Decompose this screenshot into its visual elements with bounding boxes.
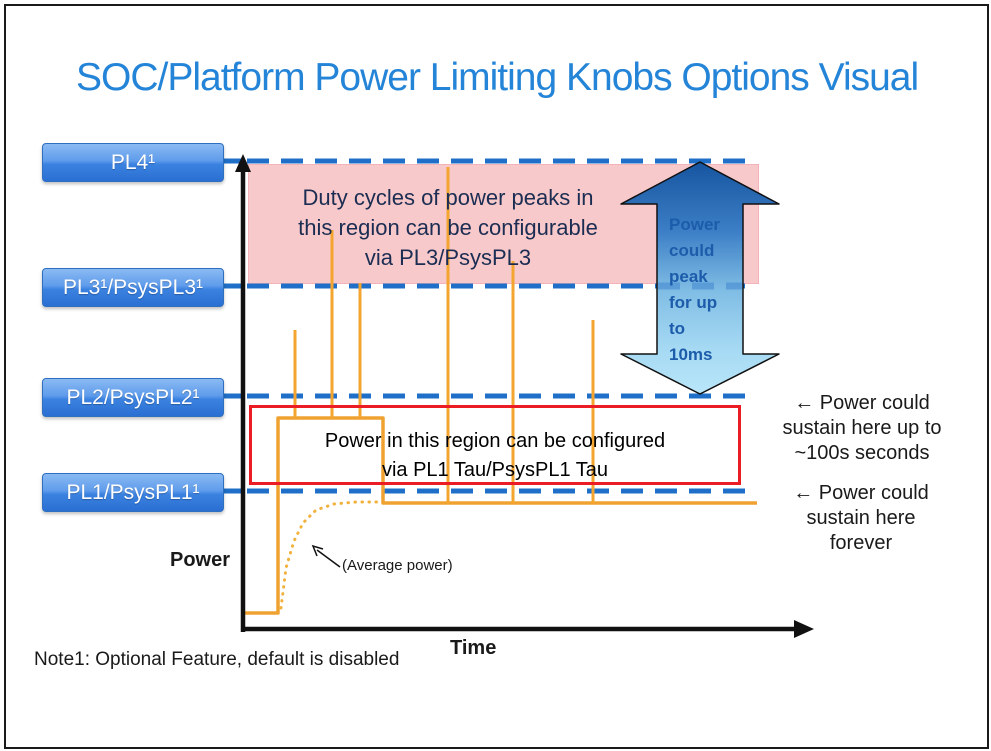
footnote: Note1: Optional Feature, default is disa…: [34, 649, 400, 670]
pl3-badge-label: PL3¹/PsysPL3¹: [62, 275, 204, 299]
pl3-badge: PL3¹/PsysPL3¹: [42, 268, 224, 307]
y-axis-label: Power: [170, 549, 231, 571]
duty-region-text: Duty cycles of power peaks in this regio…: [298, 185, 598, 270]
power-peak-arrow-text: Power could peak for up to 10ms: [669, 215, 721, 364]
average-power-curve: [279, 500, 382, 610]
pl1-badge-label: PL1/PsysPL1¹: [66, 480, 200, 504]
pl4-badge: PL4¹: [42, 143, 224, 182]
x-axis-label: Time: [450, 637, 497, 659]
average-power-arrow: [316, 549, 341, 568]
pl2-badge: PL2/PsysPL2¹: [42, 378, 224, 417]
sustain-forever-note: ← Power could sustain here forever: [793, 482, 929, 554]
power-waveform-group: [245, 167, 757, 615]
pl1-badge: PL1/PsysPL1¹: [42, 473, 224, 512]
pl4-badge-label: PL4¹: [110, 150, 156, 174]
tau-region-text: Power in this region can be configured v…: [324, 430, 666, 481]
x-axis-arrowhead: [794, 620, 814, 638]
axes-group: [235, 154, 814, 638]
pl2-badge-label: PL2/PsysPL2¹: [66, 385, 200, 409]
sustain-100s-note: ← Power could sustain here up to ~100s s…: [782, 392, 942, 464]
average-power-arrowhead: [311, 544, 324, 557]
average-power-label: (Average power): [342, 557, 453, 574]
y-axis-arrowhead: [235, 154, 251, 172]
page-title: SOC/Platform Power Limiting Knobs Option…: [76, 56, 919, 99]
power-peak-range-arrow: [620, 161, 780, 395]
tau-config-region: [249, 405, 741, 485]
